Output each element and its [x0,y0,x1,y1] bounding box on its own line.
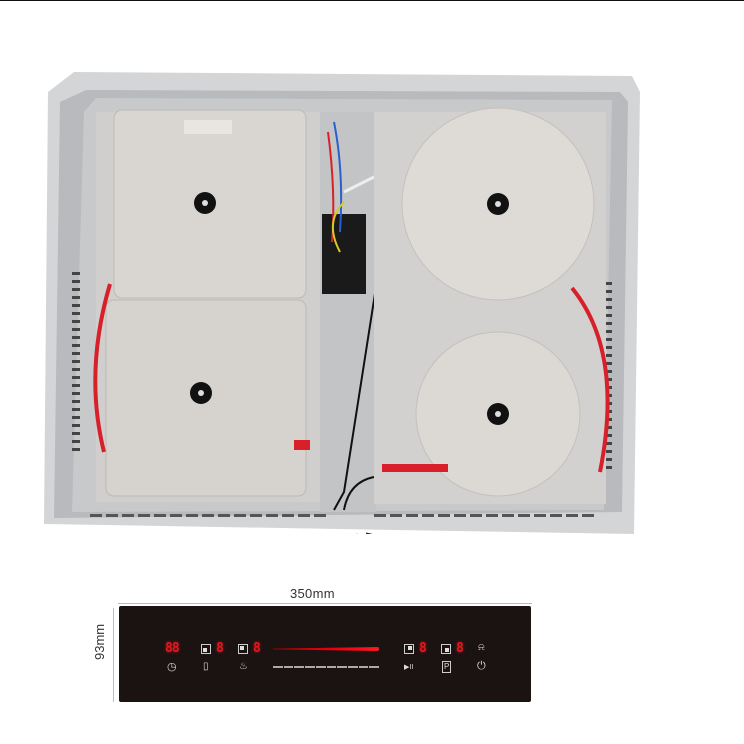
cooktop-internal-illustration [44,72,640,534]
zone-3-display: 8 [419,641,427,656]
play-pause-icon[interactable]: ▶II [404,664,414,671]
clock-icon[interactable]: ◷ [167,661,177,673]
power-level-slider[interactable] [273,647,379,651]
zone-4-display: 8 [456,641,464,656]
top-border-line [0,0,744,1]
zone-bottom-right-icon[interactable] [441,644,451,654]
p-boost-icon[interactable]: P [442,661,452,673]
timer-display: 88 [165,641,180,656]
height-dimension-line [113,608,114,702]
width-dimension-line [118,603,532,604]
width-dimension-label: 350mm [290,586,335,601]
zone-bottom-left-icon[interactable] [238,644,248,654]
zone-top-left-icon[interactable] [201,644,211,654]
keep-warm-icon[interactable]: ♨ [239,661,248,672]
slider-scale [273,666,380,668]
zone-2-display: 8 [253,641,261,656]
power-icon[interactable]: ⏻ [477,660,486,672]
lock-icon[interactable]: ⍾ [478,642,485,653]
height-dimension-label: 93mm [92,623,107,660]
zone-1-display: 8 [216,641,224,656]
zone-top-right-icon[interactable] [404,644,414,654]
cooktop-chassis [44,72,640,534]
zone-select-icon[interactable]: ▯ [203,661,209,672]
touch-control-panel: 88 ◷ 8 ▯ 8 ♨ 8 ▶II 8 P ⍾ ⏻ [119,606,531,702]
